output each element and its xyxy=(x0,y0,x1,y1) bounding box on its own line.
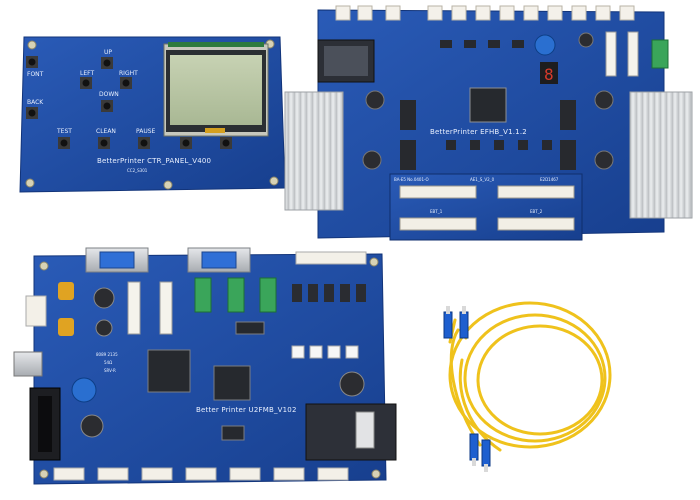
vga-connector-1 xyxy=(85,247,149,273)
button-label-clean: CLEAN xyxy=(96,128,116,135)
adapter-code: E2D1467 xyxy=(540,177,559,182)
button-label-up: UP xyxy=(104,49,112,56)
adapter-header-label: BA-E5 No.0401-O xyxy=(394,177,429,182)
adapter-title: AE1_S_V2_0 xyxy=(470,177,495,182)
sc-connector-2 xyxy=(459,306,469,339)
efhb-board: 8 BetterPrinter EFHB_V1.1.2 BA xyxy=(284,5,693,241)
sc-connector-4 xyxy=(481,439,491,472)
u2fmb-board: 8089 2135 54Ω SRV-R Better Printer U2FMB… xyxy=(13,247,397,485)
adapter-left-label: EBT_1 xyxy=(430,209,443,214)
button-label-left: LEFT xyxy=(80,70,94,77)
adapter-right-label: EBT_2 xyxy=(530,209,543,214)
efhb-title: BetterPrinter EFHB_V1.1.2 xyxy=(430,128,527,136)
chip-label-2: 54Ω xyxy=(104,360,112,365)
adapter-board: BA-E5 No.0401-O AE1_S_V2_0 E2D1467 EBT_1… xyxy=(389,173,583,241)
button-label-down: DOWN xyxy=(99,91,119,98)
fiber-module xyxy=(305,403,397,461)
left-heatsink xyxy=(284,91,344,211)
sc-connector-3 xyxy=(469,433,479,466)
lcd-display xyxy=(163,42,269,137)
sc-connector-1 xyxy=(443,306,453,339)
button-label-pause: PAUSE xyxy=(136,128,156,135)
led-digit: 8 xyxy=(544,65,554,84)
button-label-back: BACK xyxy=(27,99,44,106)
chip-label-3: SRV-R xyxy=(104,368,116,373)
ctr-panel-board: FONT BACK LEFT UP RIGHT DOWN TEST CLEAN … xyxy=(19,36,286,193)
u2fmb-title: Better Printer U2FMB_V102 xyxy=(196,406,297,414)
button-label-font: FONT xyxy=(27,71,44,78)
right-heatsink xyxy=(629,91,693,219)
ctr-buttons xyxy=(26,56,232,149)
vga-connector-2 xyxy=(187,247,251,273)
button-label-test: TEST xyxy=(56,128,72,135)
ctr-panel-title: BetterPrinter CTR_PANEL_V400 xyxy=(97,157,211,165)
button-label-right: RIGHT xyxy=(119,70,138,77)
fiber-optic-cable xyxy=(448,301,612,452)
ctr-panel-code: CC2_S301 xyxy=(127,168,148,173)
chip-label-1: 8089 2135 xyxy=(96,352,118,357)
